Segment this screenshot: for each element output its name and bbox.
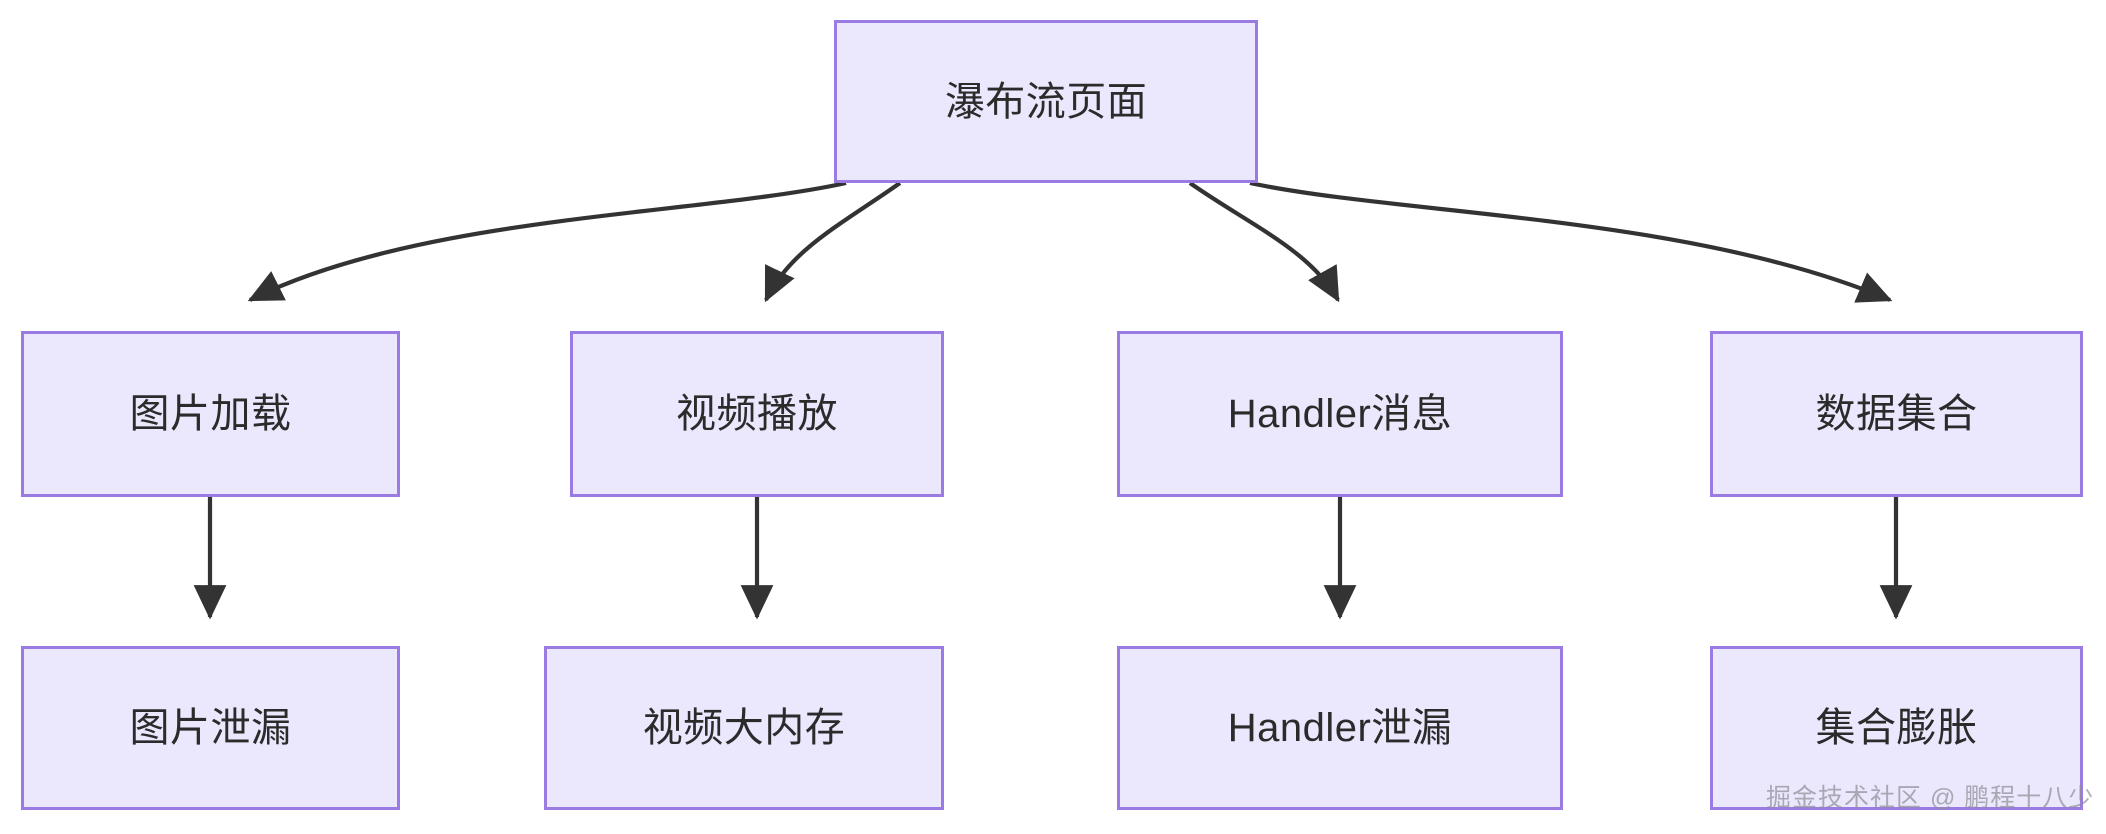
edge-root-to-handler-msg	[1188, 181, 1340, 303]
node-handler-message[interactable]: Handler消息	[1117, 331, 1563, 497]
node-handler-leak-label: Handler泄漏	[1227, 706, 1453, 750]
node-collection-bloat-label: 集合膨胀	[1815, 706, 1978, 750]
node-video-play-label: 视频播放	[676, 392, 838, 436]
edge-root-to-image-load	[247, 180, 847, 302]
node-video-play[interactable]: 视频播放	[570, 331, 944, 497]
node-video-memory-label: 视频大内存	[642, 706, 846, 750]
edge-root-to-video-play	[764, 181, 902, 303]
node-image-leak-label: 图片泄漏	[129, 706, 292, 750]
node-collection-bloat[interactable]: 集合膨胀	[1710, 646, 2083, 810]
node-data-collection[interactable]: 数据集合	[1710, 331, 2083, 497]
node-image-leak[interactable]: 图片泄漏	[21, 646, 400, 810]
node-root[interactable]: 瀑布流页面	[834, 20, 1258, 183]
node-root-label: 瀑布流页面	[944, 79, 1148, 124]
node-image-load-label: 图片加载	[129, 392, 292, 436]
node-image-load[interactable]: 图片加载	[21, 331, 400, 497]
node-handler-leak[interactable]: Handler泄漏	[1117, 646, 1563, 810]
node-data-collection-label: 数据集合	[1815, 392, 1978, 436]
edge-root-to-data-collection	[1249, 180, 1893, 303]
node-handler-message-label: Handler消息	[1227, 392, 1453, 436]
node-video-memory[interactable]: 视频大内存	[544, 646, 944, 810]
